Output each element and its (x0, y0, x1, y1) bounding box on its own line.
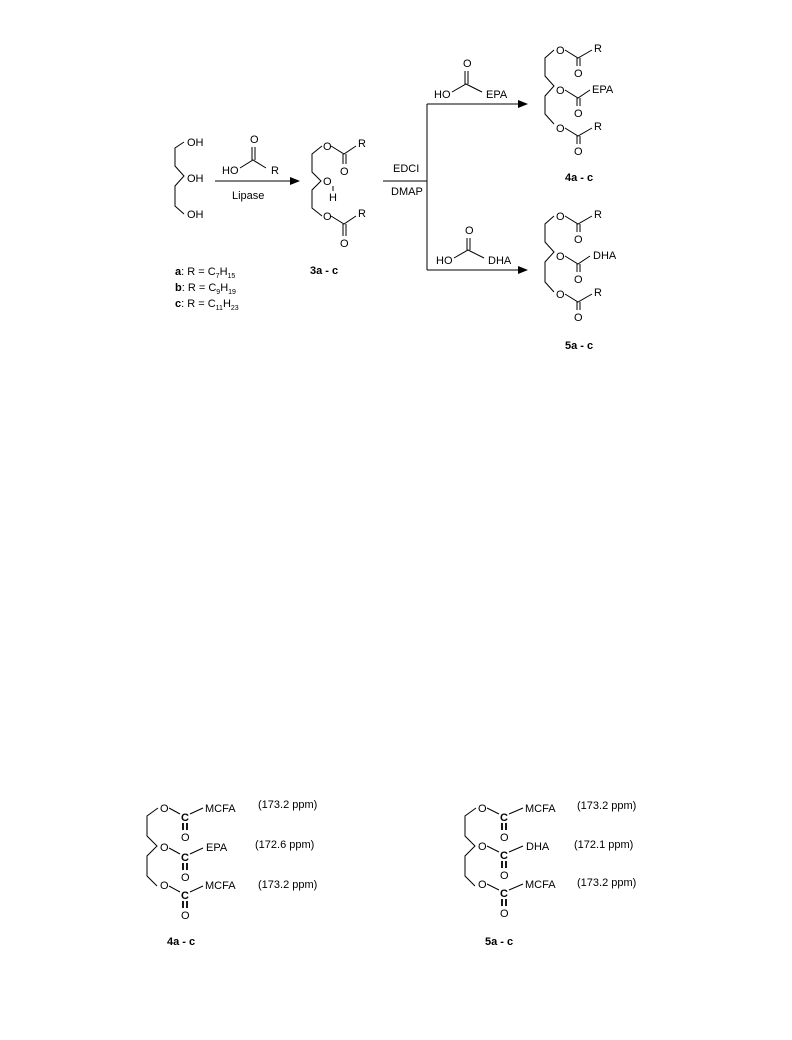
compound-3-o3: O (323, 211, 332, 223)
compound-5-structure: O O R O O DHA O O R (544, 209, 617, 324)
nmr-structure-5: O C O MCFA (173.2 ppm) O C O DHA (172.1 … (464, 800, 636, 920)
nmr-4-shift-mid: (172.6 ppm) (255, 839, 314, 851)
n4-o3-carbonyl: O (181, 910, 190, 922)
n5-c1: C (500, 812, 508, 824)
compound-3-bonds (311, 145, 323, 217)
nmr-5-shift-top: (173.2 ppm) (577, 800, 636, 812)
n4-o2: O (160, 842, 169, 854)
epa-acid-epa: EPA (486, 89, 508, 101)
epa-acid-ho: HO (434, 89, 451, 101)
glycerol-bonds (174, 141, 185, 215)
dha-acid-ho: HO (436, 255, 453, 267)
c5-r3: R (594, 287, 602, 299)
n4-o2-carbonyl: O (181, 872, 190, 884)
n4-epa: EPA (206, 842, 228, 854)
c5-o3-carbonyl: O (574, 312, 583, 324)
n5-o3-carbonyl: O (500, 908, 509, 920)
nmr-4-shift-bot: (173.2 ppm) (258, 879, 317, 891)
n4-c3: C (181, 890, 189, 902)
c5-o2-carbonyl: O (574, 274, 583, 286)
compound-5-label: 5a - c (565, 340, 593, 352)
n4-mcfa-1: MCFA (205, 803, 236, 815)
c4-o2: O (556, 85, 565, 97)
n4-o3: O (160, 880, 169, 892)
epa-acid-o: O (463, 58, 472, 70)
n4-c1: C (181, 812, 189, 824)
compound-4-label: 4a - c (565, 172, 593, 184)
c5-o3: O (556, 289, 565, 301)
c4-o3: O (556, 123, 565, 135)
compound-3-r1: R (358, 138, 366, 150)
acid-ho-label: HO (222, 165, 239, 177)
dha-acid-reagent: HO O DHA (436, 225, 512, 267)
n4-mcfa-3: MCFA (205, 880, 236, 892)
nmr-structure-4: O C O MCFA (173.2 ppm) O C O EPA (172.6 … (146, 799, 317, 922)
dmap-label: DMAP (391, 186, 423, 198)
c4-o2-carbonyl: O (574, 108, 583, 120)
n5-o1: O (478, 803, 487, 815)
epa-acid-reagent: HO O EPA (434, 58, 508, 101)
substituent-legend: a: R = C7H15 b: R = C9H19 c: R = C11H23 (175, 266, 239, 312)
compound-3-h: H (329, 192, 337, 204)
nmr-compound-5-label: 5a - c (485, 936, 513, 948)
dha-acid-o: O (465, 225, 474, 237)
n5-o2: O (478, 841, 487, 853)
c5-r1: R (594, 209, 602, 221)
glycerol-oh-2: OH (187, 173, 204, 185)
n5-c3: C (500, 888, 508, 900)
compound-4-structure: O O R O O EPA O O R (544, 43, 614, 158)
n5-c2: C (500, 850, 508, 862)
c5-o1: O (556, 211, 565, 223)
n5-mcfa-1: MCFA (525, 803, 556, 815)
acid-r-label: R (271, 165, 279, 177)
n4-o1: O (160, 803, 169, 815)
nmr-4-shift-top: (173.2 ppm) (258, 799, 317, 811)
compound-3-o2: O (323, 176, 332, 188)
c5-dha: DHA (593, 250, 617, 262)
dha-acid-dha: DHA (488, 255, 512, 267)
c5-o1-carbonyl: O (574, 234, 583, 246)
n5-o2-carbonyl: O (500, 870, 509, 882)
c4-r1: R (594, 43, 602, 55)
n5-dha: DHA (526, 841, 550, 853)
legend-b: b: R = C9H19 (175, 282, 236, 296)
glycerol-structure: OH OH OH (174, 137, 204, 221)
lipase-label: Lipase (232, 190, 264, 202)
acid-carbonyl-o: O (250, 134, 259, 146)
compound-3-r3: R (358, 208, 366, 220)
acid-bonds (239, 159, 267, 169)
edci-label: EDCI (393, 163, 419, 175)
n4-o1-carbonyl: O (181, 832, 190, 844)
compound-3-structure: O O R O H O O R (311, 138, 366, 250)
legend-c: c: R = C11H23 (175, 298, 239, 312)
c4-o1: O (556, 45, 565, 57)
legend-a: a: R = C7H15 (175, 266, 235, 280)
c4-r3: R (594, 121, 602, 133)
fatty-acid-reagent: HO O R (222, 134, 279, 177)
c4-o1-carbonyl: O (574, 68, 583, 80)
nmr-compound-4-label: 4a - c (167, 936, 195, 948)
n5-o3: O (478, 879, 487, 891)
n5-o1-carbonyl: O (500, 832, 509, 844)
compound-3-o1: O (323, 141, 332, 153)
glycerol-oh-3: OH (187, 209, 204, 221)
c4-epa: EPA (592, 84, 614, 96)
compound-3-o3-carbonyl: O (340, 238, 349, 250)
compound-3-label: 3a - c (310, 265, 338, 277)
nmr-5-shift-mid: (172.1 ppm) (574, 839, 633, 851)
n5-mcfa-3: MCFA (525, 879, 556, 891)
compound-3-o1-carbonyl: O (340, 166, 349, 178)
nmr-5-shift-bot: (173.2 ppm) (577, 877, 636, 889)
glycerol-oh-1: OH (187, 137, 204, 149)
c4-o3-carbonyl: O (574, 146, 583, 158)
c5-o2: O (556, 251, 565, 263)
n4-c2: C (181, 852, 189, 864)
